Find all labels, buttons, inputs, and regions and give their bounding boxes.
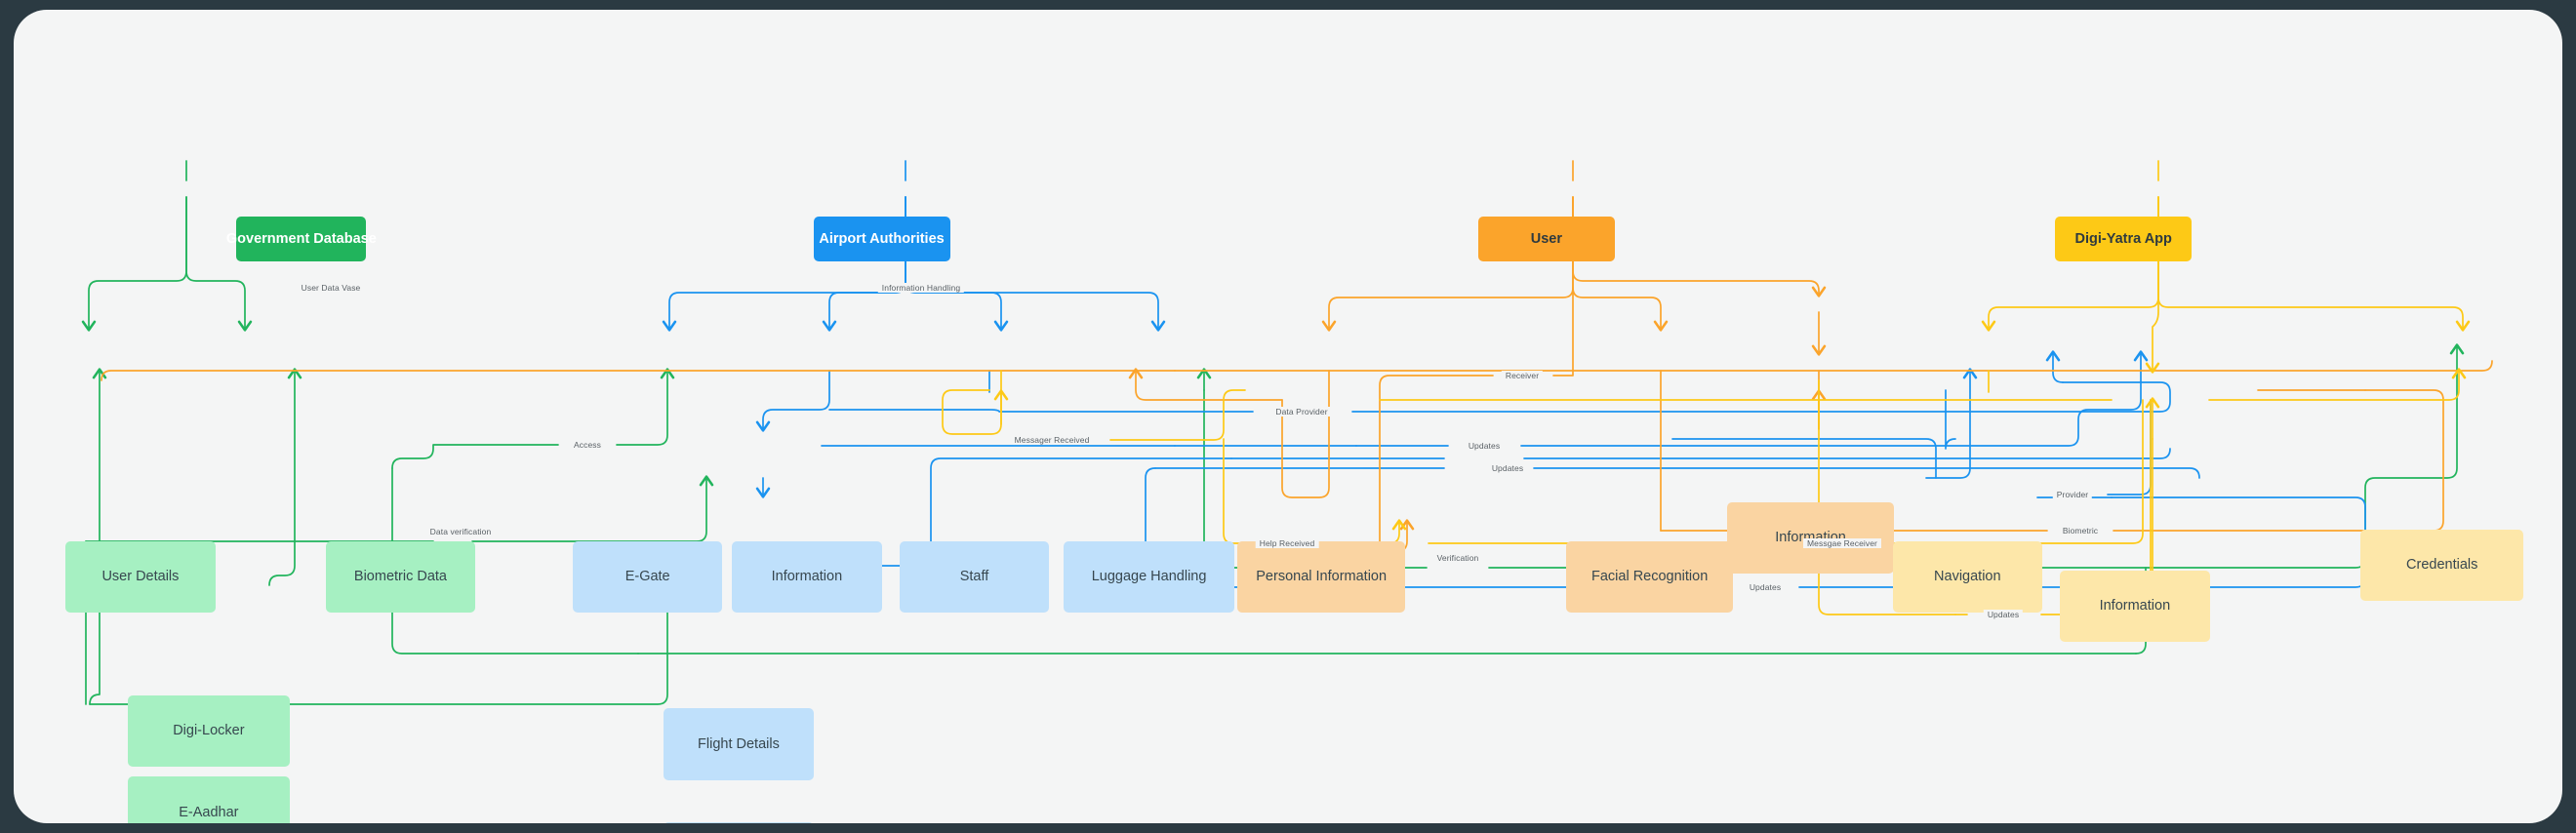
node-navigation[interactable]: Navigation (1892, 540, 2042, 613)
edge-label-verification: Verification (1432, 553, 1483, 563)
node-flight-details[interactable]: Flight Details (664, 708, 814, 780)
edge-label-help-received: Help Received (1255, 538, 1319, 548)
edge-label-data-verification: Data verification (425, 527, 496, 536)
node-personal-information[interactable]: Personal Information (1237, 540, 1405, 613)
edge-label-messgae-receiver: Messgae Receiver (1803, 538, 1881, 548)
node-digi-yatra-app[interactable]: Digi-Yatra App (2055, 216, 2193, 262)
node-digi-locker[interactable]: Digi-Locker (127, 694, 291, 768)
edge-label-updates-3: Updates (1745, 582, 1786, 592)
edge-label-information-handling: Information Handling (877, 283, 965, 293)
node-user[interactable]: User (1477, 216, 1615, 262)
node-passenger-information[interactable]: Passenger Information (664, 821, 814, 823)
node-staff[interactable]: Staff (899, 540, 1050, 613)
node-credentials[interactable]: Credentials (2360, 530, 2524, 602)
edge-label-updates-2: Updates (1487, 463, 1528, 473)
node-e-aadhar[interactable]: E-Aadhar (127, 776, 291, 823)
diagram-canvas[interactable]: Government Database User Details Biometr… (14, 10, 2562, 823)
node-government-database[interactable]: Government Database (226, 216, 377, 262)
node-e-gate[interactable]: E-Gate (573, 540, 723, 613)
edge-label-receiver: Receiver (1501, 371, 1544, 380)
edge-label-access: Access (570, 440, 605, 450)
edge-label-biometric: Biometric (2058, 526, 2103, 536)
node-user-details[interactable]: User Details (65, 540, 216, 613)
node-biometric-data[interactable]: Biometric Data (325, 540, 476, 613)
diagram-edges-layer (81, 160, 2493, 705)
node-app-information[interactable]: Information (2060, 570, 2210, 642)
edge-label-updates-1: Updates (1464, 441, 1505, 451)
edge-label-updates-4: Updates (1983, 610, 2024, 619)
edge-label-user-data-vase: User Data Vase (297, 283, 365, 293)
edge-label-messager-received: Messager Received (1010, 435, 1094, 445)
node-facial-recognition[interactable]: Facial Recognition (1565, 540, 1734, 613)
node-luggage-handling[interactable]: Luggage Handling (1064, 540, 1235, 613)
node-airport-information[interactable]: Information (732, 540, 882, 613)
edge-label-data-provider: Data Provider (1271, 407, 1332, 416)
node-airport-authorities[interactable]: Airport Authorities (813, 216, 950, 262)
edge-label-provider: Provider (2052, 490, 2093, 499)
